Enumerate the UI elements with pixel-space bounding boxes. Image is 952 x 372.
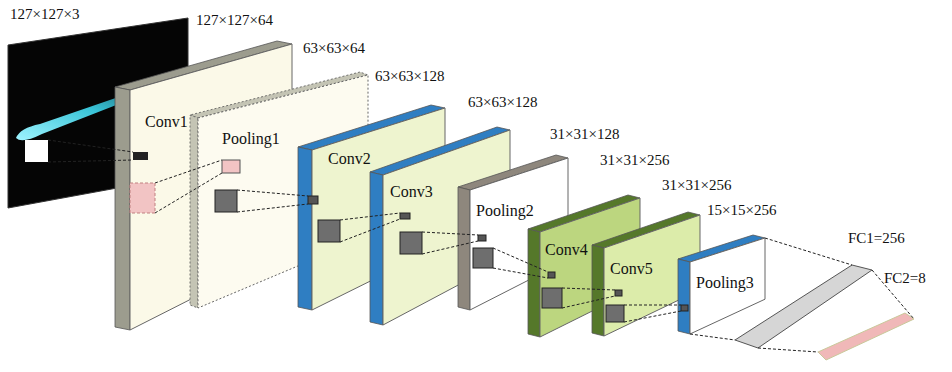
tensor-dimension: 15×15×256 (707, 202, 776, 219)
feature-window (308, 196, 318, 204)
feature-window (318, 220, 340, 242)
label-anchor: 31×31×128 (550, 126, 619, 143)
slab-side (370, 172, 383, 325)
projection-line (758, 348, 818, 352)
label-anchor: 127×127×3 (10, 6, 79, 23)
projection-line (690, 334, 735, 340)
label-anchor: 63×63×128 (375, 68, 444, 85)
tensor-dimension: 63×63×64 (303, 40, 365, 57)
tensor-dimension: 127×127×3 (10, 6, 79, 23)
feature-window (222, 160, 240, 173)
layer-name: Pooling1 (222, 130, 280, 148)
projection-line (624, 305, 681, 306)
projection-line (340, 213, 400, 220)
slab-side (115, 87, 130, 330)
layer-name: Pooling2 (476, 202, 534, 220)
projection-line (562, 296, 615, 308)
feature-window (133, 152, 148, 160)
projection-line (624, 311, 681, 322)
feature-window (606, 305, 624, 322)
feature-window (400, 213, 410, 219)
slab-side (190, 115, 198, 308)
label-anchor: 15×15×256 (707, 202, 776, 219)
layer-name: Conv3 (390, 183, 433, 201)
tensor-dimension: 127×127×64 (196, 12, 273, 29)
tensor-dimension: 63×63×128 (375, 68, 444, 85)
projection-line (155, 160, 222, 183)
layer-size-label: FC2=8 (884, 270, 926, 287)
projection-line (493, 248, 548, 272)
layer-name: Conv2 (328, 150, 371, 168)
layer-name: Conv1 (145, 113, 188, 131)
label-anchor: FC1=256 (848, 230, 905, 247)
label-anchor: 63×63×128 (468, 94, 537, 111)
feature-window (615, 290, 622, 296)
label-anchor: 31×31×256 (662, 177, 731, 194)
feature-window (215, 190, 237, 212)
projection-line (422, 232, 478, 235)
slab-side (458, 187, 470, 310)
slab-side (678, 259, 690, 334)
feature-window (473, 248, 493, 268)
layer-name: Conv5 (610, 260, 653, 278)
feature-window (130, 183, 155, 213)
label-anchor: 31×31×256 (600, 152, 669, 169)
projection-line (237, 190, 308, 196)
projection-line (422, 241, 478, 254)
slab-side (528, 229, 540, 337)
label-anchor: FC2=8 (884, 270, 926, 287)
projection-lines (48, 140, 914, 352)
layer-slab: Pooling3 (676, 233, 767, 336)
tensor-dimension: 31×31×128 (550, 126, 619, 143)
projection-line (340, 219, 400, 242)
projection-line (493, 268, 548, 278)
projection-line (765, 238, 852, 265)
tensor-dimension: 31×31×256 (662, 177, 731, 194)
projection-line (562, 288, 615, 290)
slab-side (592, 245, 604, 336)
feature-window (478, 235, 486, 241)
label-anchor: 127×127×64 (196, 12, 273, 29)
feature-window (681, 305, 688, 311)
input-window (25, 140, 48, 162)
layer-size-label: FC1=256 (848, 230, 905, 247)
tensor-dimension: 63×63×128 (468, 94, 537, 111)
feature-window (548, 272, 555, 278)
projection-line (237, 204, 308, 212)
slab-side (298, 147, 312, 310)
feature-window (400, 232, 422, 254)
label-anchor: 63×63×64 (303, 40, 365, 57)
projection-line (155, 173, 222, 213)
slab-front (604, 215, 700, 336)
feature-window (542, 288, 562, 308)
layer-name: Conv4 (545, 241, 588, 259)
fc2-band (818, 313, 914, 360)
slab-front (690, 238, 765, 334)
projection-line (48, 140, 133, 152)
tensor-dimension: 31×31×256 (600, 152, 669, 169)
layer-name: Pooling3 (696, 274, 754, 292)
projection-line (48, 160, 133, 162)
